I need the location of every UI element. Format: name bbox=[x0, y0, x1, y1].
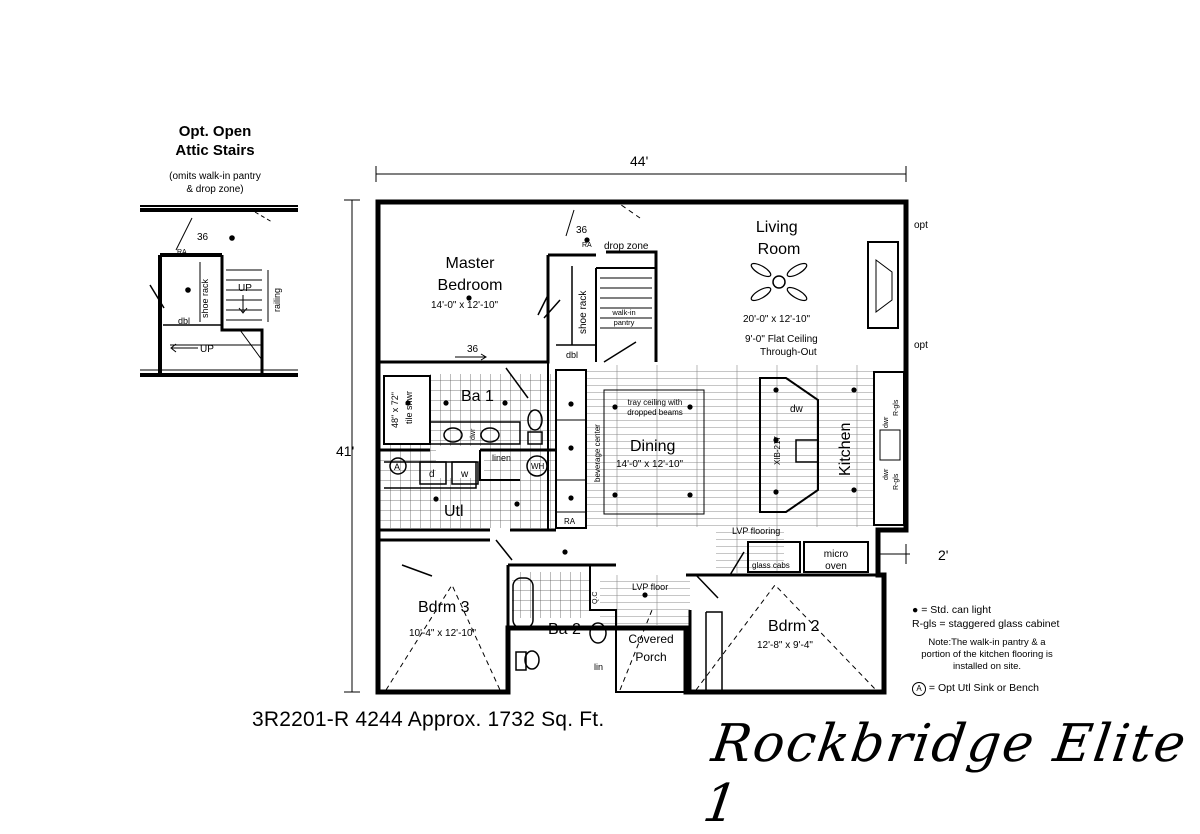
kitchen-name: Kitchen bbox=[837, 423, 854, 476]
kitchen-dw: dw bbox=[790, 404, 804, 415]
inset-shoe-rack: shoe rack bbox=[200, 278, 210, 318]
can-lights bbox=[405, 237, 857, 598]
ceiling-note-1: 9'-0" Flat Ceiling bbox=[745, 334, 818, 345]
living-room-size: 20'-0" x 12'-10" bbox=[743, 314, 811, 325]
inset-title: Opt. Open Attic Stairs bbox=[150, 122, 280, 160]
ba1-name: Ba 1 bbox=[461, 388, 494, 405]
master-hall-door-width: 36 bbox=[467, 344, 479, 355]
legend-can-light: ● = Std. can light bbox=[912, 604, 992, 616]
ba2-lvp: LVP floor bbox=[632, 582, 668, 592]
room-labels: Living Room 20'-0" x 12'-10" 9'-0" Flat … bbox=[390, 219, 928, 672]
model-caption: 3R2201-R 4244 Approx. 1732 Sq. Ft. bbox=[252, 708, 605, 731]
inset-ra: RA bbox=[177, 249, 187, 256]
ba1-tile-shower: tile shwr bbox=[404, 391, 414, 424]
utl-ra: RA bbox=[564, 517, 576, 526]
living-opt-top: opt bbox=[914, 220, 928, 231]
utl-name: Utl bbox=[444, 503, 464, 520]
kitchen-island: XIB-217 bbox=[773, 436, 782, 465]
inset-note: (omits walk-in pantry & drop zone) bbox=[169, 171, 261, 195]
drop-ra: RA bbox=[582, 242, 592, 249]
bdrm3-name: Bdrm 3 bbox=[418, 599, 470, 616]
utl-opt-marker: A bbox=[394, 462, 400, 472]
living-name-line1: Living bbox=[756, 219, 798, 236]
interior-walls bbox=[376, 199, 908, 694]
dining-size: 14'-0" x 12'-10" bbox=[616, 459, 684, 470]
ba2-qc: Q.C bbox=[592, 592, 599, 604]
kitchen-glass-cabs: glass cabs bbox=[752, 561, 790, 570]
master-size: 14'-0" x 12'-10" bbox=[431, 300, 499, 311]
bdrm2-size: 12'-8" x 9'-4" bbox=[757, 640, 813, 651]
utl-dryer: d bbox=[429, 469, 435, 480]
width-dimension: 44' bbox=[630, 153, 648, 169]
legend-opt-utl-text: = Opt Utl Sink or Bench bbox=[928, 682, 1039, 694]
inset-up-bottom: UP bbox=[200, 344, 214, 355]
dining-name: Dining bbox=[630, 438, 675, 455]
inset-title-line2: Attic Stairs bbox=[175, 142, 255, 159]
kitchen-rgls-bottom: R-gls bbox=[893, 473, 900, 490]
living-opt-bottom: opt bbox=[914, 340, 928, 351]
ba1-dwr: dwr bbox=[470, 428, 477, 440]
utl-washer: w bbox=[460, 469, 469, 480]
porch-offset-dimension: 2' bbox=[938, 547, 948, 563]
beverage-center: beverage center bbox=[593, 424, 602, 482]
utl-wh: WH bbox=[531, 462, 545, 471]
legend-opt-marker: A bbox=[912, 682, 926, 696]
ceiling-note-2: Through-Out bbox=[760, 347, 817, 358]
exterior-walls bbox=[375, 199, 909, 695]
kitchen-dwr-bottom: dwr bbox=[883, 468, 890, 480]
ba1-shower-size: 48" x 72" bbox=[390, 392, 400, 428]
living-room-name: Living Room bbox=[756, 219, 802, 258]
brand-title: Rockbridge Elite 1 bbox=[699, 714, 1192, 834]
drop-zone-label: drop zone bbox=[604, 241, 649, 252]
kitchen-dwr-top: dwr bbox=[883, 416, 890, 428]
inset-title-line1: Opt. Open bbox=[178, 123, 252, 140]
kitchen-lvp: LVP flooring bbox=[732, 526, 780, 536]
legend-opt-utl: A = Opt Utl Sink or Bench bbox=[912, 681, 1062, 696]
inset-railing: railing bbox=[272, 288, 282, 312]
bdrm2-name: Bdrm 2 bbox=[768, 618, 820, 635]
depth-dimension: 41' bbox=[336, 443, 354, 459]
living-name-line2: Room bbox=[758, 241, 801, 258]
inset-attic-stairs: 36 RA shoe rack UP UP dbl railing bbox=[140, 205, 298, 377]
inset-dbl: dbl bbox=[178, 316, 190, 326]
dimension-lines: 44' 41' 2' bbox=[336, 153, 948, 693]
ba2-name: Ba 2 bbox=[548, 621, 581, 638]
legend-rgls: R-gls = staggered glass cabinet bbox=[912, 618, 1060, 630]
ba2-lin: lin bbox=[594, 662, 603, 672]
drop-shoe-rack: shoe rack bbox=[578, 290, 589, 334]
drop-door-width: 36 bbox=[576, 225, 588, 236]
kitchen-rgls-top: R-gls bbox=[893, 399, 900, 416]
drop-dbl: dbl bbox=[566, 350, 578, 360]
legend-note: Note:The walk-in pantry & a portion of t… bbox=[921, 637, 1053, 672]
inset-door-width: 36 bbox=[197, 232, 209, 243]
bdrm3-size: 10'-4" x 12'-10" bbox=[409, 628, 477, 639]
inset-up-top: UP bbox=[238, 283, 252, 294]
utl-linen: linen bbox=[492, 453, 511, 463]
legend: ● = Std. can light R-gls = staggered gla… bbox=[912, 603, 1062, 696]
